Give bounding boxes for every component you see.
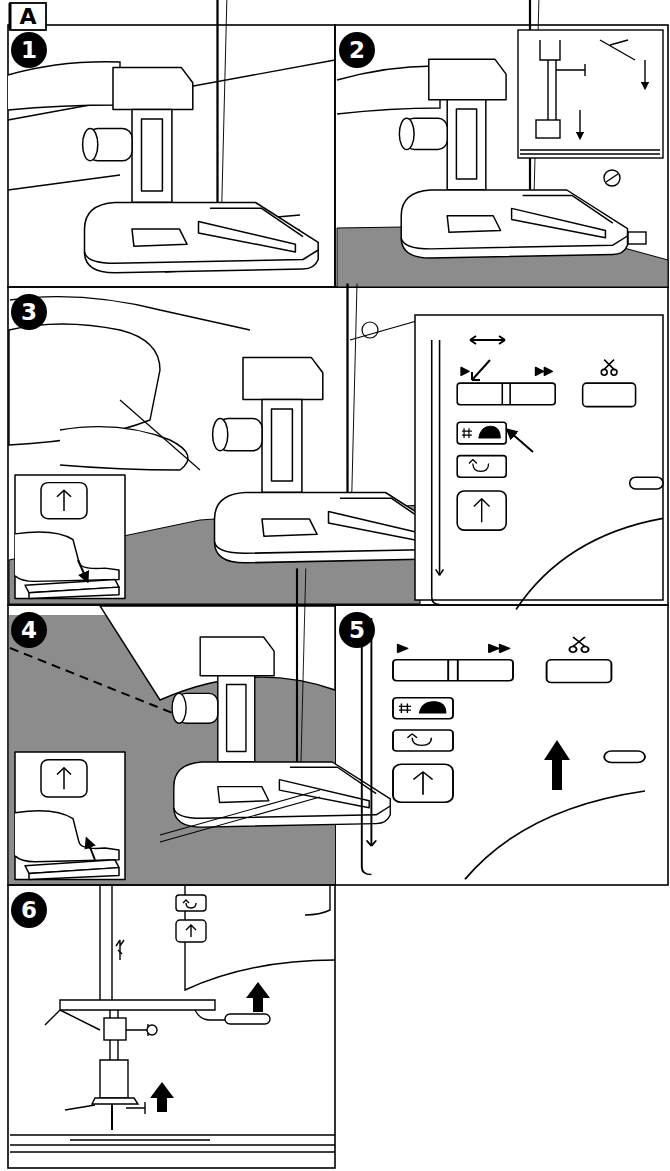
- machine-front: [126, 1024, 148, 1036]
- machine-front: [92, 1098, 138, 1104]
- machine-bed: [628, 232, 646, 244]
- presser-foot: [213, 284, 449, 563]
- callout-markers: [10, 3, 46, 30]
- machine-front: [116, 940, 124, 960]
- control-panel: [362, 618, 645, 879]
- machine-front: [186, 925, 196, 937]
- machine-bed: [8, 62, 120, 110]
- thread: [350, 320, 420, 340]
- machine-front: [10, 1135, 335, 1152]
- control-panel: [432, 340, 663, 610]
- hand: [60, 427, 188, 470]
- needle-inset: [644, 60, 645, 86]
- machine-front: [183, 900, 196, 908]
- press-arrow: [78, 560, 86, 578]
- needle-inset: [518, 30, 663, 158]
- needle-inset: [556, 64, 585, 76]
- presser-foot: [172, 568, 390, 827]
- press-arrow: [470, 336, 505, 344]
- callout-markers: [11, 612, 47, 648]
- press-arrow: [472, 360, 490, 380]
- section-letter: A: [19, 6, 36, 28]
- machine-front: [176, 895, 206, 911]
- machine-front: [305, 885, 330, 915]
- machine-bed: [606, 174, 618, 182]
- machine-front: [45, 1010, 100, 1030]
- machine-front: [111, 1104, 113, 1130]
- panel-frames: [335, 605, 668, 885]
- callout-number: 2: [349, 39, 365, 62]
- fabric-edge: [160, 790, 320, 842]
- lift-arrow: [150, 1082, 174, 1112]
- press-arrow: [78, 560, 86, 578]
- foot-control-inset: [15, 752, 125, 879]
- callout-number: 4: [21, 619, 37, 642]
- needle-inset: [579, 110, 580, 136]
- release-arrow: [88, 842, 95, 860]
- callout-number: 5: [349, 619, 365, 642]
- needle-inset: [600, 40, 635, 60]
- lift-arrow: [150, 982, 270, 1112]
- machine-front: [176, 920, 206, 942]
- callout-markers: [11, 294, 47, 330]
- press-arrow: [544, 740, 570, 790]
- machine-bed: [8, 175, 120, 190]
- callout-markers: [339, 32, 375, 68]
- fabric-edge: [160, 790, 320, 842]
- needle-inset: [540, 40, 560, 120]
- control-inset: [415, 315, 663, 600]
- panel-frames: [8, 885, 335, 1168]
- callout-number: 1: [21, 39, 37, 62]
- machine-front: [60, 1000, 215, 1010]
- callout-number: 6: [21, 899, 37, 922]
- machine-front: [126, 1102, 145, 1114]
- thread: [120, 320, 420, 470]
- machine-front: [147, 1025, 157, 1035]
- callout-markers: [339, 612, 375, 648]
- machine-front: [225, 1014, 270, 1024]
- thread: [120, 400, 200, 470]
- press-arrow: [510, 432, 533, 452]
- machine-bed: [337, 66, 440, 114]
- callout-markers: [10, 3, 375, 928]
- callout-markers: [11, 32, 47, 68]
- foot-control-inset: [15, 475, 125, 599]
- machine-bed: [604, 170, 620, 186]
- callout-number: 3: [21, 301, 37, 324]
- needle-inset: [520, 150, 660, 154]
- control-inset: [415, 315, 663, 600]
- stitch-line: [10, 648, 190, 720]
- lift-arrow: [246, 982, 270, 1012]
- machine-front: [10, 885, 335, 1152]
- release-arrow: [88, 842, 95, 860]
- machine-front: [118, 950, 122, 954]
- callout-markers: [11, 892, 47, 928]
- callout-markers: [9, 3, 12, 30]
- press-arrow: [470, 336, 533, 452]
- needle-inset: [518, 30, 663, 158]
- machine-front: [100, 1060, 128, 1098]
- machine-front: [100, 886, 335, 1000]
- press-arrow: [544, 740, 570, 790]
- needle-inset: [536, 120, 560, 138]
- panel-frames: [8, 605, 335, 885]
- machine-front: [104, 1018, 126, 1040]
- presser-foot: [83, 0, 319, 273]
